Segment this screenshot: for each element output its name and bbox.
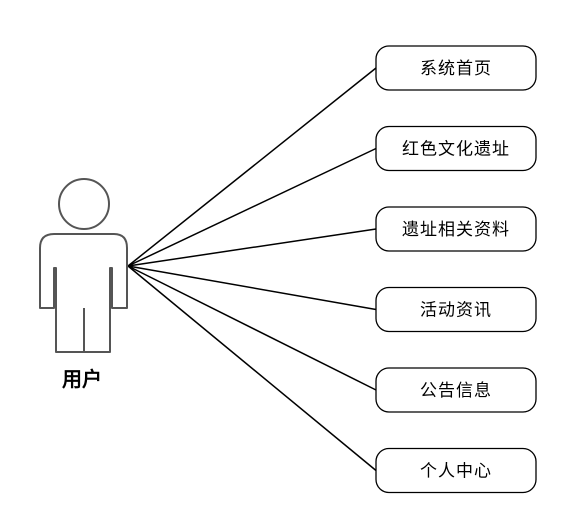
use-case-box [375,45,537,91]
association-line [127,265,377,391]
use-case-box [375,367,537,413]
association-line [127,147,377,267]
association-line [127,265,377,472]
use-case-box [375,125,537,172]
association-lines [127,67,377,472]
use-case-item: 红色文化遗址 [375,125,537,172]
use-case-item: 系统首页 [375,45,537,91]
actor-label: 用户 [62,367,102,391]
use-case-label: 红色文化遗址 [402,140,510,160]
use-case-item: 个人中心 [375,447,537,494]
use-case-label: 个人中心 [420,462,492,482]
use-case-label: 遗址相关资料 [402,220,510,240]
association-line [127,67,377,267]
use-case-item: 遗址相关资料 [375,206,537,252]
actor-user [39,178,128,353]
actor-body [39,233,128,353]
use-case-box [375,206,537,252]
use-case-box [375,286,537,333]
use-case-item: 公告信息 [375,367,537,413]
use-case-label: 公告信息 [420,381,492,401]
use-case-label: 系统首页 [420,59,492,79]
actor-head [58,178,110,230]
use-case-label: 活动资讯 [420,301,492,321]
use-case-box [375,447,537,494]
use-case-item: 活动资讯 [375,286,537,333]
association-line [127,228,377,267]
association-line [127,265,377,311]
